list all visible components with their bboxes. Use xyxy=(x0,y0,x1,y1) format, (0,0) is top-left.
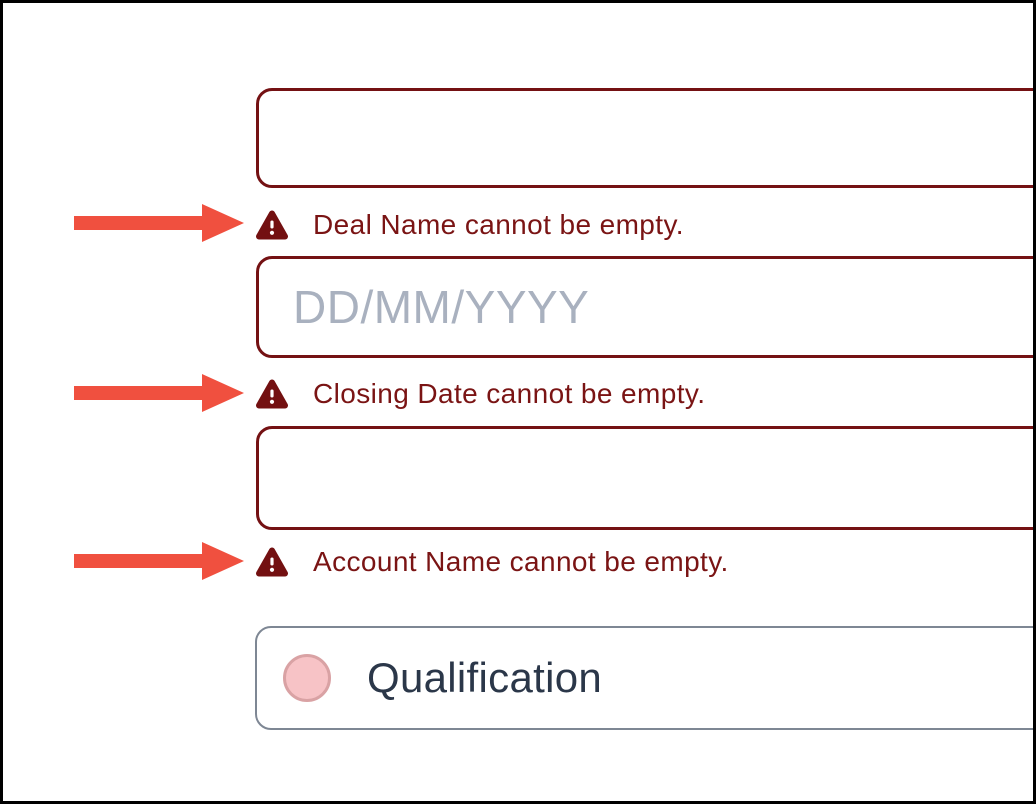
stage-indicator-dot-icon xyxy=(283,654,331,702)
deal-name-error-text: Deal Name cannot be empty. xyxy=(313,209,684,240)
annotation-arrow-icon xyxy=(74,374,244,412)
stage-selected-value: Qualification xyxy=(367,654,603,701)
stage-select[interactable]: Qualification xyxy=(255,626,1033,730)
warning-icon xyxy=(256,210,288,240)
deal-name-input[interactable] xyxy=(256,88,1033,188)
account-name-input[interactable] xyxy=(256,426,1033,530)
closing-date-error: Closing Date cannot be empty. xyxy=(256,375,705,413)
warning-icon xyxy=(256,379,288,409)
closing-date-error-text: Closing Date cannot be empty. xyxy=(313,378,706,409)
account-name-error: Account Name cannot be empty. xyxy=(256,543,729,581)
closing-date-input[interactable] xyxy=(256,256,1033,358)
annotation-arrow-icon xyxy=(74,204,244,242)
account-name-error-text: Account Name cannot be empty. xyxy=(313,546,729,577)
warning-icon xyxy=(256,547,288,577)
deal-name-error: Deal Name cannot be empty. xyxy=(256,206,684,244)
annotation-arrow-icon xyxy=(74,542,244,580)
